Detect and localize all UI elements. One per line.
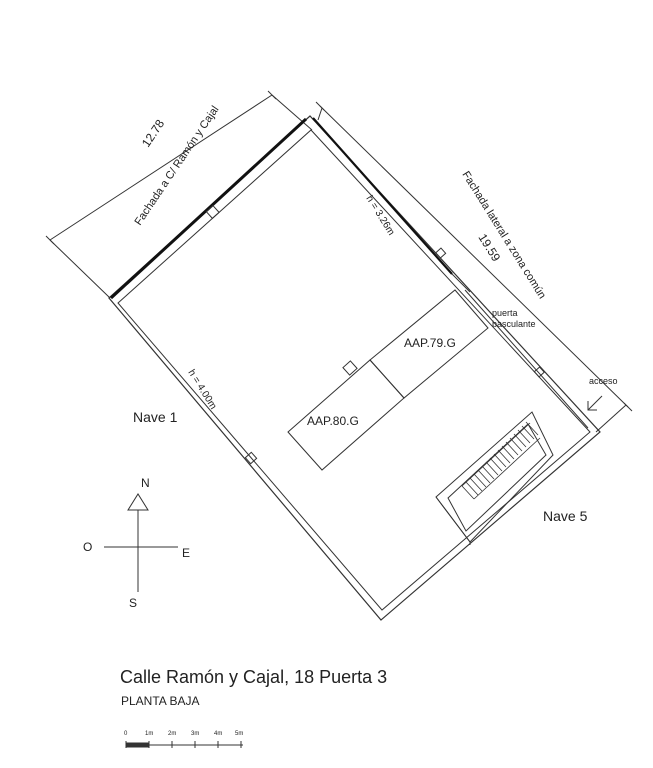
plan-title: Calle Ramón y Cajal, 18 Puerta 3 bbox=[120, 667, 388, 687]
compass-s-label: S bbox=[129, 596, 137, 610]
scale-tick-1: 1m bbox=[145, 731, 153, 737]
parking-space-aap-80 bbox=[287, 359, 405, 471]
scale-bar bbox=[125, 741, 243, 748]
building-outer-wall bbox=[108, 115, 601, 621]
pillar bbox=[533, 366, 545, 378]
scale-tick-0: 0 bbox=[124, 731, 128, 737]
side-facade-wall bbox=[312, 117, 453, 275]
access-arrow-icon bbox=[587, 395, 603, 411]
stair-treads bbox=[461, 421, 541, 500]
nave-1-label: Nave 1 bbox=[133, 409, 178, 425]
front-facade-wall bbox=[109, 117, 308, 300]
building-inner-wall bbox=[117, 129, 591, 611]
door-label-line1: puerta bbox=[492, 308, 518, 318]
door-label-line2: basculante bbox=[492, 319, 536, 329]
staircase bbox=[435, 411, 554, 545]
plan-subtitle: PLANTA BAJA bbox=[121, 694, 200, 708]
space-label-aap-79: AAP.79.G bbox=[404, 336, 456, 350]
height-upper-label: h = 3.26m bbox=[363, 194, 396, 238]
side-facade-label: Fachada lateral a zona común bbox=[459, 169, 548, 301]
side-dimension-line bbox=[315, 101, 633, 433]
compass-rose bbox=[104, 493, 178, 592]
space-label-aap-80: AAP.80.G bbox=[307, 414, 359, 428]
compass-e-label: E bbox=[182, 546, 190, 560]
compass-n-label: N bbox=[141, 476, 150, 490]
access-label: acceso bbox=[589, 376, 618, 386]
nave-5-label: Nave 5 bbox=[543, 508, 588, 524]
front-dimension-label: 12.78 bbox=[139, 117, 168, 150]
front-dimension-line bbox=[45, 90, 313, 299]
height-left-label: h = 4.00m bbox=[185, 368, 218, 412]
scale-tick-5: 5m bbox=[235, 731, 243, 737]
compass-o-label: O bbox=[83, 540, 92, 554]
pillar bbox=[244, 451, 258, 465]
pillar bbox=[435, 247, 447, 259]
pillar bbox=[342, 360, 358, 376]
pillar bbox=[205, 204, 220, 220]
scale-tick-2: 2m bbox=[168, 731, 176, 737]
scale-tick-3: 3m bbox=[191, 731, 199, 737]
scale-tick-4: 4m bbox=[214, 731, 222, 737]
